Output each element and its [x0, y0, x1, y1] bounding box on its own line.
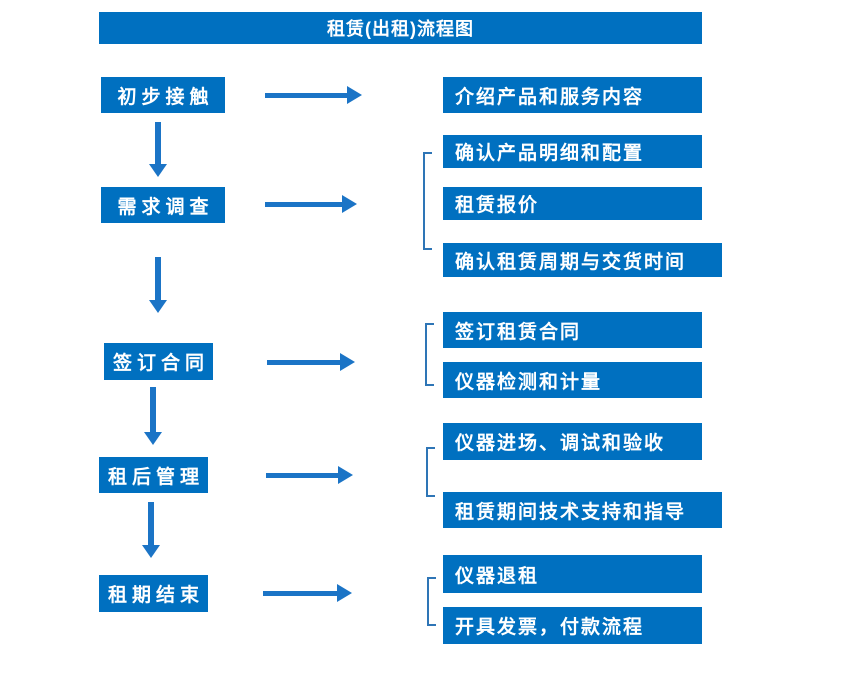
page-title: 租赁(出租)流程图	[99, 12, 702, 44]
arrow-right-icon	[263, 584, 352, 602]
step-box-post-rental-management: 租后管理	[99, 457, 208, 493]
bracket-icon	[426, 447, 435, 497]
step-box-rental-end: 租期结束	[99, 575, 208, 612]
detail-box-invoice-payment: 开具发票，付款流程	[443, 607, 702, 644]
step-box-demand-survey: 需求调查	[101, 187, 225, 223]
bracket-icon	[423, 152, 432, 250]
detail-box-instrument-return: 仪器退租	[443, 555, 702, 593]
arrow-right-icon	[265, 86, 362, 104]
arrow-right-icon	[266, 466, 353, 484]
detail-box-introduce-products: 介绍产品和服务内容	[443, 77, 702, 113]
arrow-down-icon	[142, 502, 160, 558]
detail-box-instrument-testing: 仪器检测和计量	[443, 362, 702, 398]
detail-box-confirm-rental-period: 确认租赁周期与交货时间	[443, 243, 722, 277]
arrow-down-icon	[144, 387, 162, 445]
detail-box-instrument-setup-acceptance: 仪器进场、调试和验收	[443, 423, 702, 460]
detail-box-technical-support: 租赁期间技术支持和指导	[443, 492, 722, 528]
step-box-sign-contract: 签订合同	[104, 343, 213, 380]
arrow-right-icon	[267, 353, 355, 371]
bracket-icon	[427, 577, 436, 626]
arrow-down-icon	[149, 122, 167, 177]
step-box-initial-contact: 初步接触	[101, 77, 225, 113]
arrow-down-icon	[149, 257, 167, 313]
detail-box-confirm-product-details: 确认产品明细和配置	[443, 135, 702, 168]
bracket-icon	[425, 323, 434, 386]
detail-box-rental-quotation: 租赁报价	[443, 187, 702, 220]
arrow-right-icon	[265, 195, 357, 213]
detail-box-sign-rental-contract: 签订租赁合同	[443, 312, 702, 348]
